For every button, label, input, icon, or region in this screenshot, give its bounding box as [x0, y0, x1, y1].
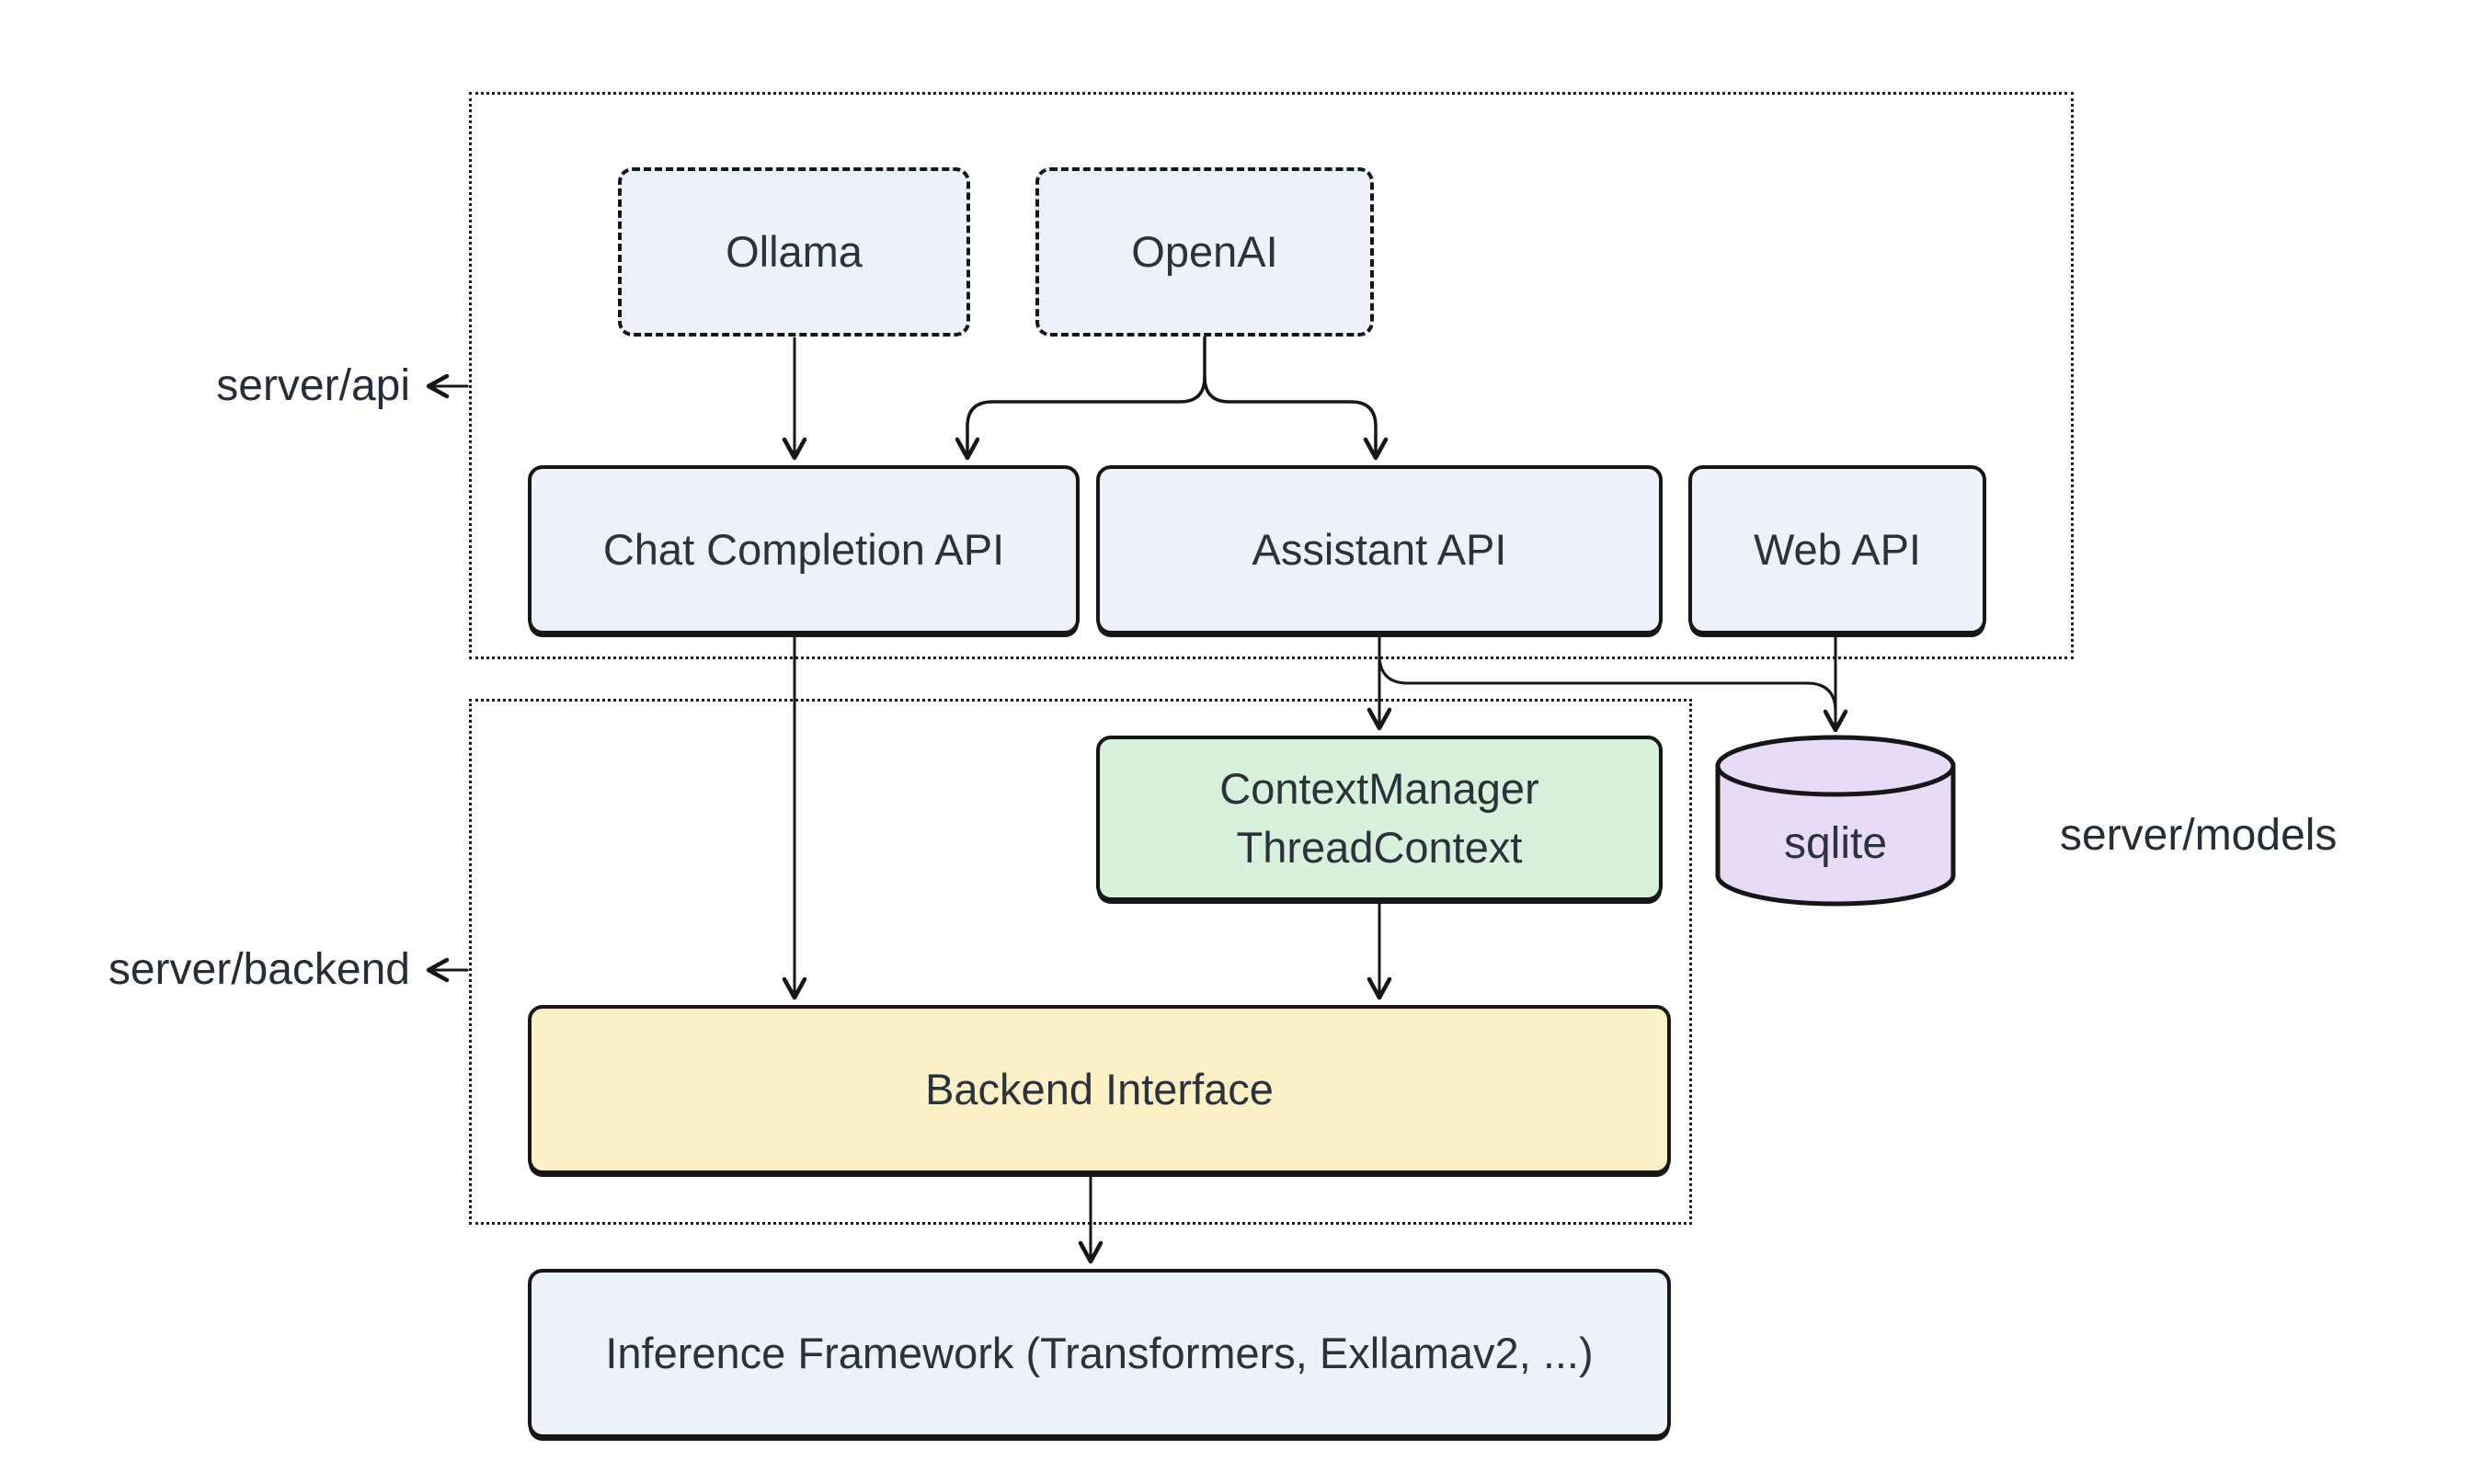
node-context-manager: ContextManager ThreadContext	[1096, 736, 1663, 901]
node-ollama: Ollama	[618, 167, 970, 337]
server-api-group-box	[469, 92, 2074, 659]
node-backend-interface: Backend Interface	[528, 1005, 1671, 1174]
server-models-label: server/models	[2060, 811, 2338, 860]
sqlite-cylinder-top	[1715, 735, 1956, 797]
node-ollama-label: Ollama	[726, 227, 863, 276]
node-inference-framework-label: Inference Framework (Transformers, Exlla…	[605, 1329, 1594, 1377]
node-sqlite-label: sqlite	[1783, 818, 1888, 868]
node-web-api: Web API	[1688, 465, 1986, 634]
edge-openai-to-assistant-api	[1203, 375, 1389, 461]
node-openai: OpenAI	[1035, 167, 1374, 337]
node-assistant-api-label: Assistant API	[1252, 525, 1507, 574]
node-chat-completion-api: Chat Completion API	[528, 465, 1080, 634]
edge-openai-to-chat-completion-api	[955, 335, 1206, 461]
node-context-manager-label-line2: ThreadContext	[1236, 823, 1523, 872]
edge-assistant-api-to-sqlite	[1378, 653, 1837, 713]
node-inference-framework: Inference Framework (Transformers, Exlla…	[528, 1269, 1671, 1438]
node-context-manager-label-line1: ContextManager	[1219, 764, 1539, 813]
server-api-group-label: server/api	[216, 361, 410, 410]
node-web-api-label: Web API	[1753, 525, 1921, 574]
server-backend-group-label: server/backend	[108, 945, 410, 994]
node-backend-interface-label: Backend Interface	[925, 1065, 1274, 1113]
node-chat-completion-api-label: Chat Completion API	[602, 525, 1005, 574]
sqlite-cylinder-body	[1715, 763, 1956, 907]
node-openai-label: OpenAI	[1131, 227, 1278, 276]
node-assistant-api: Assistant API	[1096, 465, 1663, 634]
sqlite-cylinder	[1715, 735, 1956, 907]
server-backend-group-box	[469, 699, 1692, 1225]
